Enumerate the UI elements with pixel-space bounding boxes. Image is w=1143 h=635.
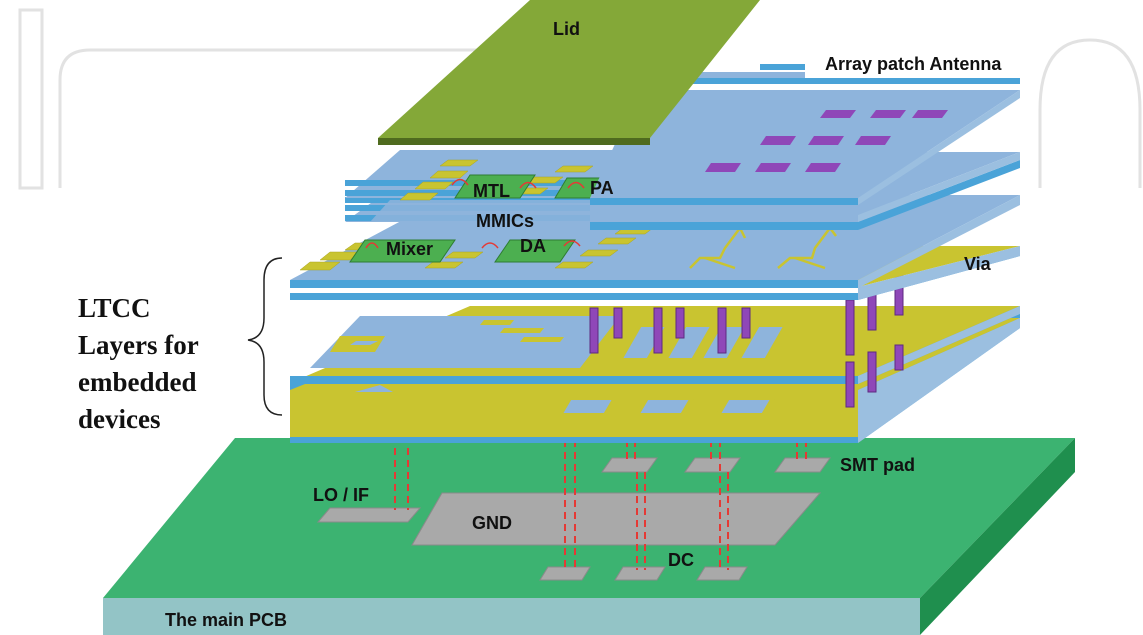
mtl-label: MTL (473, 181, 510, 201)
main-pcb-label: The main PCB (165, 610, 288, 630)
ltcc-caption-line-1: LTCC (78, 293, 151, 323)
ltcc-caption: LTCC Layers for embedded devices (78, 290, 199, 438)
smt-pad-1 (601, 457, 658, 473)
ltcc-caption-line-4: devices (78, 404, 161, 434)
lo-if-pad (316, 507, 422, 523)
mmics-label: MMICs (476, 211, 534, 231)
ltcc-caption-line-3: embedded (78, 367, 197, 397)
gnd-pad (411, 492, 822, 546)
pcb-side (920, 438, 1075, 635)
mmic-layer (290, 195, 1020, 288)
mixer-label: Mixer (386, 239, 434, 259)
dc-label: DC (668, 550, 694, 570)
dc-pad-3 (696, 566, 748, 581)
dc-pad-2 (614, 566, 666, 581)
lid (378, 0, 760, 145)
pcb-vias (394, 440, 807, 570)
da-label: DA (520, 236, 546, 256)
da-chip (494, 239, 576, 263)
mtl-pa-layer (345, 150, 640, 201)
mtl-chip (454, 174, 536, 199)
ltcc-brace (247, 257, 283, 416)
mmic-stack (345, 197, 630, 222)
mmic-band (370, 200, 630, 222)
pcb-front (103, 598, 920, 635)
watermark-logo (18, 8, 1142, 190)
smt-pad-2 (684, 457, 741, 473)
gnd-label: GND (472, 513, 512, 533)
smt-pad-3 (774, 457, 831, 473)
ltcc-caption-line-2: Layers for (78, 330, 199, 360)
dc-pad-1 (539, 566, 591, 581)
lo-if-label: LO / IF (313, 485, 369, 505)
purple-vias (589, 269, 904, 408)
antenna-label: Array patch Antenna (825, 54, 1002, 74)
antenna-top-plate (590, 64, 1020, 205)
patch-elements (705, 110, 948, 172)
lid-label: Lid (553, 19, 580, 39)
pa-label: PA (590, 178, 614, 198)
via-label: Via (964, 254, 991, 274)
smt-pad-label: SMT pad (840, 455, 915, 475)
